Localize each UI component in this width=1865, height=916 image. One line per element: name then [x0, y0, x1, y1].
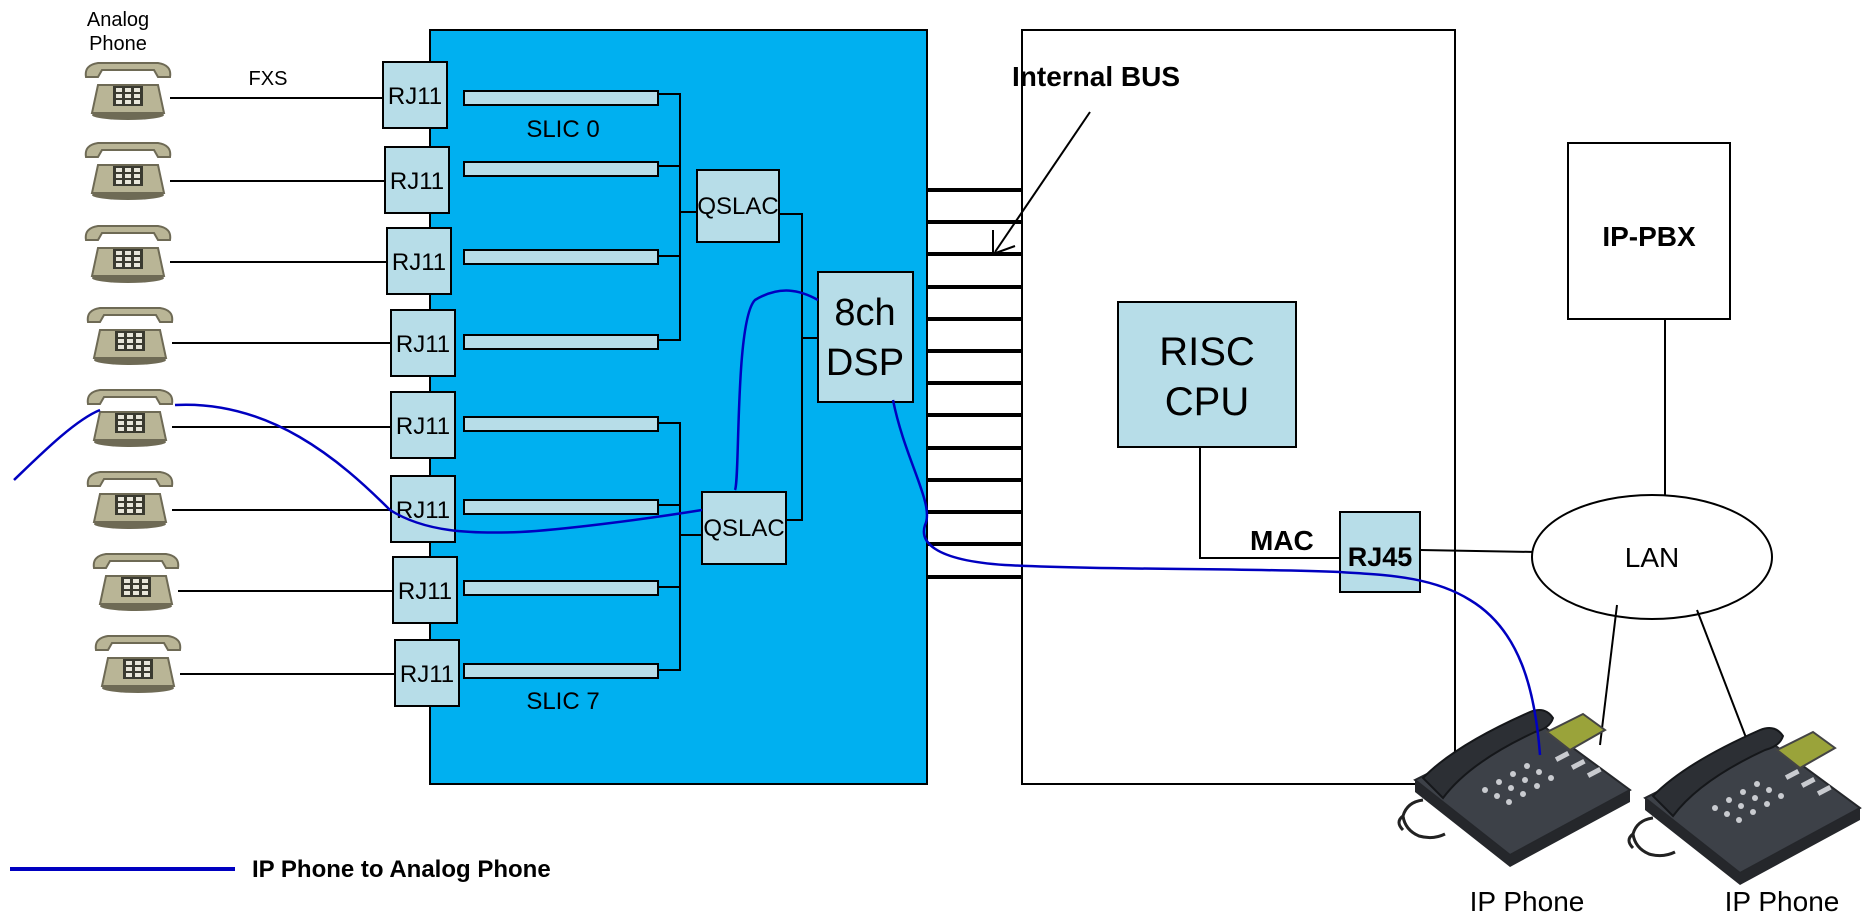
rj11-port: RJ11 — [390, 309, 456, 377]
ip-phone-icon — [1627, 726, 1862, 887]
lan-phone1-line — [1599, 604, 1618, 746]
risc-label-line1: RISC — [1159, 330, 1255, 374]
cpu-mac-line — [1199, 447, 1340, 559]
legend: IP Phone to Analog Phone — [10, 856, 551, 883]
rj11-label: RJ11 — [388, 83, 442, 110]
rj11-port: RJ11 — [390, 391, 456, 459]
rj11-port: RJ11 — [394, 639, 460, 707]
lan-label: LAN — [1625, 542, 1679, 573]
dsp-chip: 8ch DSP — [817, 271, 914, 403]
internal-bus-annotation: Internal BUS — [992, 61, 1180, 256]
fxs-lines — [170, 97, 394, 675]
lan-phone2-line — [1696, 609, 1751, 749]
qslac-top: QSLAC — [696, 169, 780, 243]
lan-cloud: LAN — [1531, 494, 1773, 620]
rj45-port: RJ45 — [1339, 511, 1421, 593]
qslac-dsp-lines — [779, 213, 818, 521]
ip-pbx: IP-PBX — [1567, 142, 1731, 320]
slic-bus-lines — [658, 93, 702, 671]
dsp-label-line2: DSP — [826, 342, 904, 384]
slic-0-label: SLIC 0 — [526, 116, 599, 143]
rj11-port: RJ11 — [390, 475, 456, 543]
rj45-label: RJ45 — [1348, 542, 1413, 572]
rj11-label: RJ11 — [398, 578, 452, 605]
rj11-label: RJ11 — [396, 413, 450, 440]
risc-cpu: RISC CPU — [1117, 301, 1297, 448]
qslac-bottom-label: QSLAC — [703, 515, 784, 542]
internal-bus-lines — [928, 188, 1022, 579]
legend-label: IP Phone to Analog Phone — [252, 856, 551, 883]
slic-7-label: SLIC 7 — [526, 688, 599, 715]
rj11-port: RJ11 — [384, 146, 450, 214]
ip-pbx-label: IP-PBX — [1602, 221, 1696, 252]
rj11-port: RJ11 — [382, 61, 448, 129]
rj11-label: RJ11 — [396, 497, 450, 524]
qslac-bottom: QSLAC — [701, 491, 787, 565]
ip-phone-2-label: IP Phone — [1725, 886, 1840, 916]
call-path-line — [13, 289, 1542, 756]
dsp-label-line1: 8ch — [834, 292, 895, 334]
rj45-lan-line — [1419, 549, 1536, 553]
rj11-port: RJ11 — [392, 556, 458, 624]
arrow-head-icon — [992, 230, 1016, 256]
rj11-label: RJ11 — [392, 249, 446, 276]
analog-phone-label-line1: Analog — [87, 9, 149, 31]
qslac-top-label: QSLAC — [697, 193, 778, 220]
voice-board — [429, 29, 928, 785]
internal-bus-label: Internal BUS — [1012, 61, 1180, 92]
rj11-label: RJ11 — [396, 331, 450, 358]
rj11-label: RJ11 — [390, 168, 444, 195]
analog-phone-icons — [84, 62, 182, 694]
rj11-label: RJ11 — [400, 661, 454, 688]
rj11-port: RJ11 — [386, 227, 452, 295]
analog-phone-label-line2: Phone — [89, 33, 147, 55]
ip-phone-1-label: IP Phone — [1470, 886, 1585, 916]
rj11-ports: RJ11 RJ11 RJ11 RJ11 RJ11 RJ11 RJ11 RJ11 — [382, 61, 460, 707]
mac-label: MAC — [1250, 525, 1314, 556]
fxs-label: FXS — [249, 68, 288, 90]
risc-label-line2: CPU — [1165, 380, 1249, 424]
